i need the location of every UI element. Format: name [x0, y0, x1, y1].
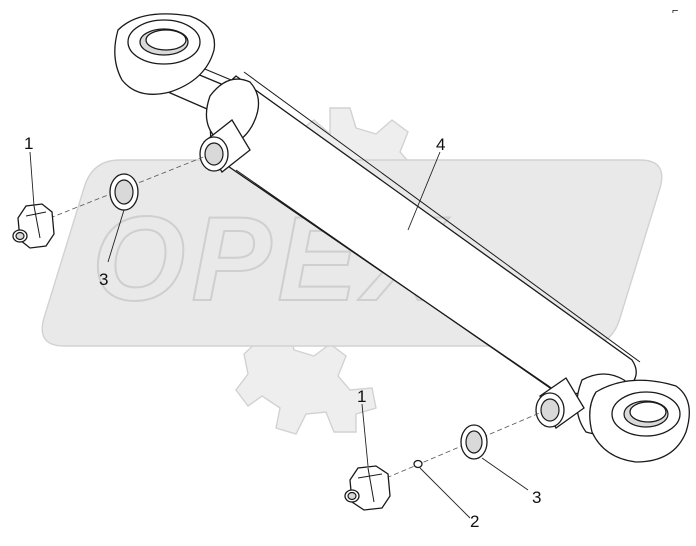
- top-rod-eye: [114, 13, 216, 95]
- leader-4: [407, 151, 441, 231]
- top-sealing-washer: [109, 173, 139, 211]
- corner-mark: ⌐: [672, 5, 678, 17]
- bottom-sealing-washer: [460, 424, 488, 460]
- leader-1-bottom: [361, 403, 369, 467]
- bottom-assembly-axis: [371, 411, 543, 485]
- callout-4: 4: [436, 135, 445, 154]
- bottom-fitting-nut: [344, 465, 391, 511]
- leader-3-bottom: [481, 457, 529, 491]
- bottom-clevis-eye: [589, 379, 690, 463]
- top-port-boss: [199, 119, 251, 173]
- callout-3-bottom: 3: [532, 488, 541, 507]
- bottom-port-boss: [535, 377, 585, 429]
- bottom-o-ring: [413, 459, 423, 469]
- hydraulic-cylinder: [114, 13, 690, 463]
- leader-1-top: [29, 151, 35, 207]
- callout-3-top: 3: [99, 270, 108, 289]
- callout-1-bottom: 1: [357, 387, 366, 406]
- leader-2: [419, 467, 471, 519]
- leader-3-top: [107, 209, 125, 263]
- callout-1-top: 1: [24, 134, 33, 153]
- callout-2: 2: [470, 512, 479, 531]
- top-fitting-nut: [12, 203, 55, 249]
